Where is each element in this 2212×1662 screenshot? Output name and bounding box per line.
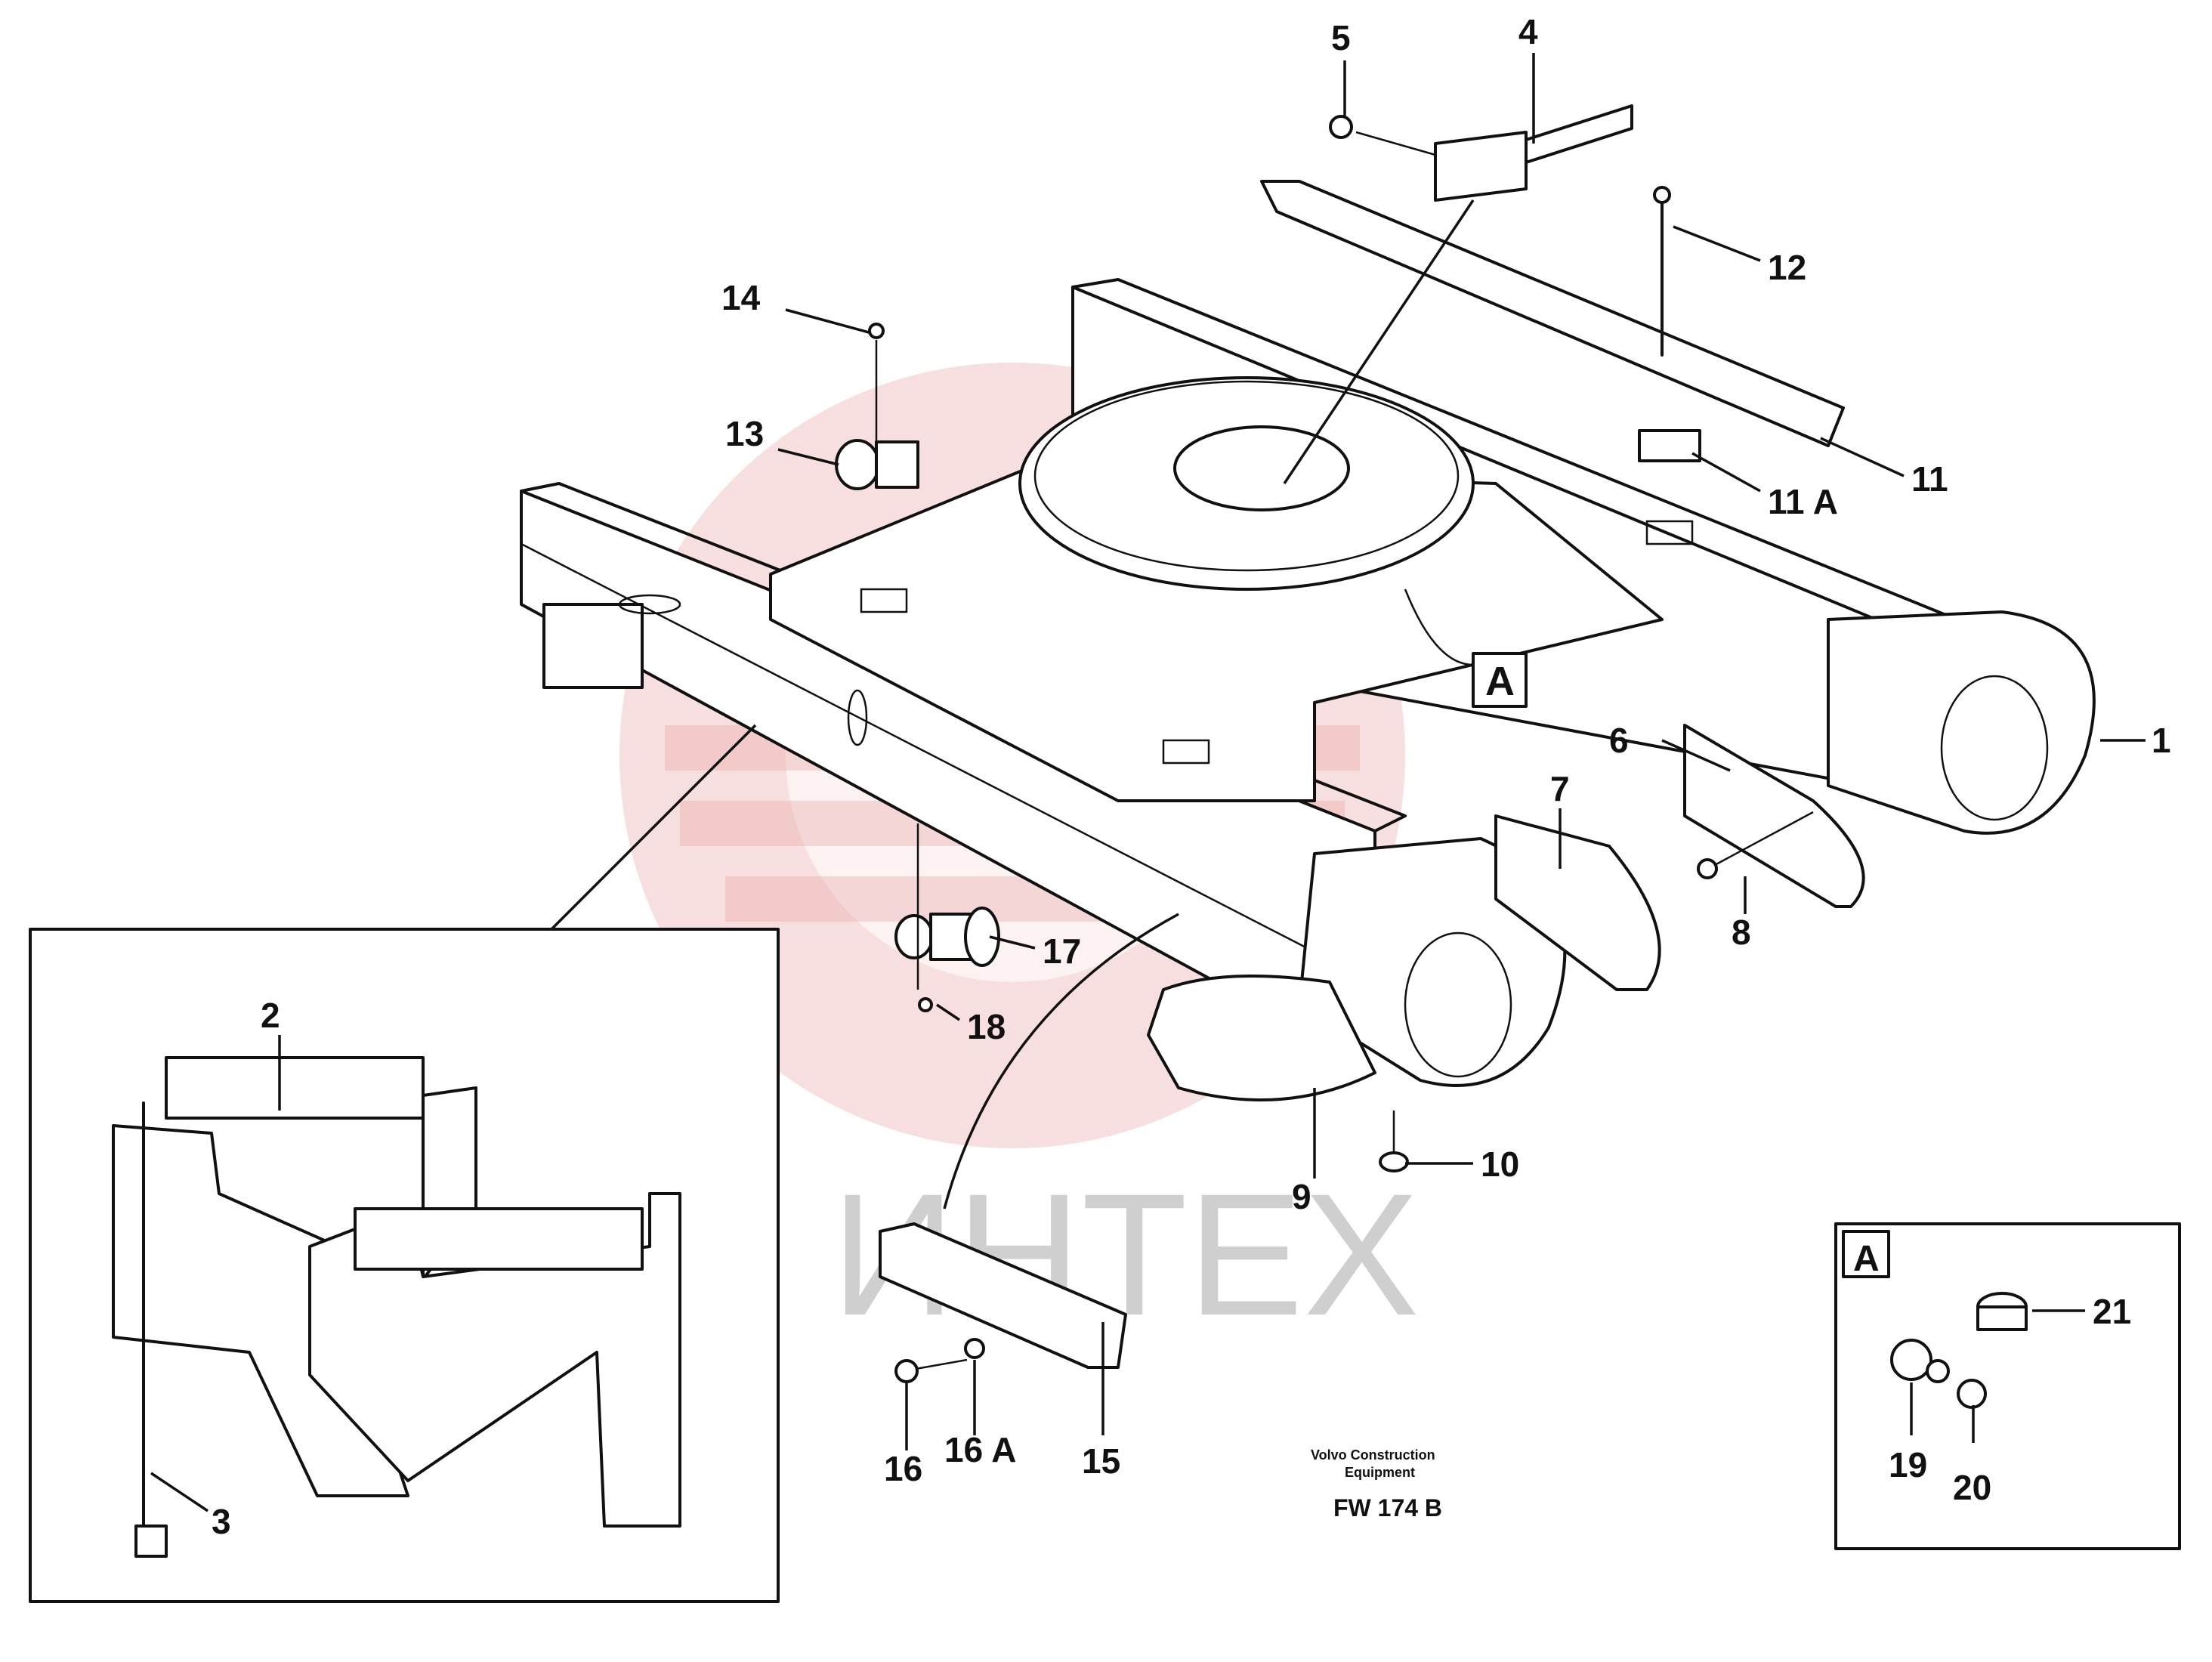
detail-a-box-title: A (1853, 1239, 1880, 1279)
detail-a-box: A (1834, 1222, 2181, 1550)
callout-11a: 11 A (1768, 482, 1838, 521)
callout-11: 11 (1911, 459, 1948, 499)
callout-14: 14 (721, 278, 761, 317)
part-7-cover (1494, 814, 1661, 991)
footer-line2: Equipment (1345, 1465, 1415, 1480)
callout-15: 15 (1082, 1441, 1120, 1481)
callout-10: 10 (1481, 1145, 1519, 1184)
callout-18: 18 (967, 1007, 1006, 1046)
callout-20: 20 (1953, 1468, 1991, 1507)
detail-a-marker-label: A (1485, 659, 1515, 704)
part-13-roller (835, 323, 919, 490)
callout-5: 5 (1331, 18, 1351, 57)
callout-16a: 16 A (944, 1430, 1016, 1469)
footer-line1: Volvo Construction (1311, 1447, 1435, 1463)
callout-13: 13 (725, 414, 764, 453)
part-17-roller (894, 823, 1000, 1012)
detail-a-marker: A (1404, 588, 1528, 708)
undercarriage-frame (520, 278, 2096, 1087)
callout-7: 7 (1550, 769, 1570, 808)
footer-credits: Volvo Construction Equipment FW 174 B (1311, 1447, 1442, 1521)
callout-19: 19 (1889, 1445, 1927, 1484)
footer-code: FW 174 B (1333, 1494, 1442, 1521)
inset-detail-box (29, 724, 780, 1603)
callout-12: 12 (1768, 248, 1806, 287)
callout-labels: 1 2 3 4 5 6 7 8 9 10 11 11 A 12 13 14 15… (212, 12, 2171, 1541)
callout-leaders (150, 53, 2146, 1512)
callout-4: 4 (1518, 12, 1538, 51)
callout-21: 21 (2093, 1292, 2131, 1331)
callout-3: 3 (212, 1502, 231, 1541)
part-11-rail (1260, 180, 1845, 462)
callout-17: 17 (1043, 931, 1081, 971)
part-4-bracket (1283, 104, 1633, 484)
callout-6: 6 (1609, 721, 1629, 760)
part-15-guide (879, 1222, 1127, 1383)
callout-8: 8 (1732, 913, 1751, 952)
callout-9: 9 (1292, 1177, 1311, 1216)
part-12-bolt (1653, 186, 1671, 357)
callout-1: 1 (2152, 721, 2171, 760)
callout-2: 2 (261, 996, 280, 1035)
callout-16: 16 (884, 1449, 922, 1488)
part-8-bolt (1697, 811, 1814, 879)
part-9-plate (1147, 975, 1409, 1172)
